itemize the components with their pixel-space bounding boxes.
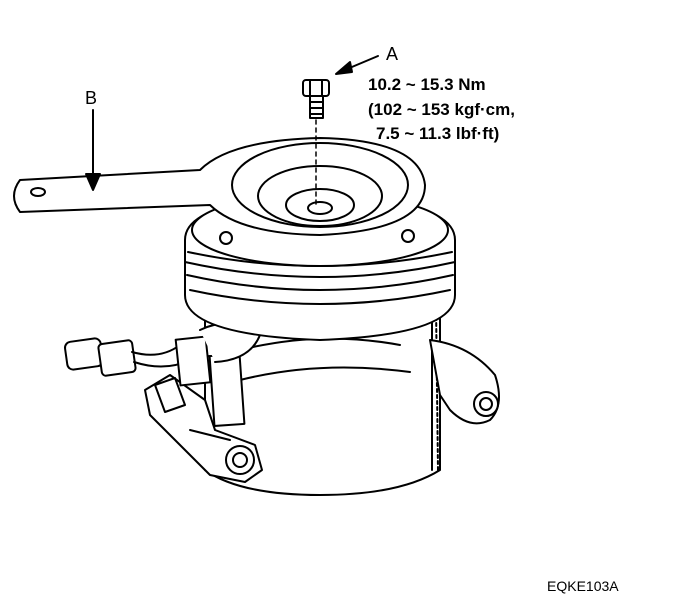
- torque-spec-lbfft: 7.5 ~ 11.3 lbf·ft): [376, 124, 500, 143]
- bolt-a: [302, 79, 330, 119]
- leader-arrow-b: [85, 109, 101, 191]
- leader-arrow-a: [335, 55, 379, 75]
- compressor-body: [204, 299, 441, 496]
- torque-spec-kgfcm: (102 ~ 153 kgf·cm,: [368, 100, 515, 119]
- special-tool-holder: [13, 137, 426, 236]
- callout-label-b: B: [85, 88, 98, 108]
- mounting-ear-right: [429, 339, 500, 425]
- figure-code: EQKE103A: [547, 578, 619, 594]
- torque-spec-nm: 10.2 ~ 15.3 Nm: [368, 75, 486, 94]
- callout-label-a: A: [386, 44, 399, 64]
